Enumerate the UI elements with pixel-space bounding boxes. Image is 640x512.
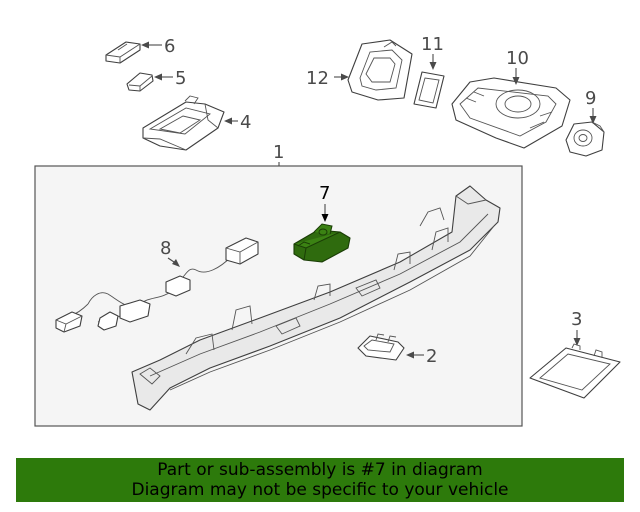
callout-1-label: 1 <box>273 142 284 163</box>
parts-diagram: 6 5 4 12 <box>34 34 621 427</box>
callout-8: 8 <box>160 238 180 267</box>
part-7-highlighted-lamp[interactable] <box>293 223 351 263</box>
part-4-housing[interactable] <box>142 95 225 151</box>
info-banner: Part or sub-assembly is #7 in diagram Di… <box>16 458 624 502</box>
part-12-bezel[interactable] <box>347 39 413 101</box>
callout-3: 3 <box>571 309 582 346</box>
callout-4: 4 <box>224 112 251 133</box>
part-8-harness[interactable] <box>55 237 259 333</box>
banner-line-1: Part or sub-assembly is #7 in diagram <box>157 460 483 480</box>
callout-9: 9 <box>585 88 597 124</box>
callout-9-label: 9 <box>585 88 596 109</box>
part-6-clip[interactable] <box>105 41 141 64</box>
callout-7: 7 <box>319 183 330 222</box>
callout-11: 11 <box>421 34 444 70</box>
callout-1: 1 <box>273 142 284 166</box>
part-10-housing[interactable] <box>451 77 571 149</box>
callout-4-label: 4 <box>240 112 251 133</box>
callout-5: 5 <box>154 68 186 89</box>
callout-12-label: 12 <box>306 68 329 89</box>
part-11-lens[interactable] <box>413 71 445 109</box>
part-5-cap[interactable] <box>126 72 154 92</box>
callout-6-label: 6 <box>164 36 175 57</box>
callout-12: 12 <box>306 68 349 89</box>
part-2-lamp[interactable] <box>357 333 405 361</box>
callout-2: 2 <box>406 346 437 367</box>
callout-10: 10 <box>506 48 529 85</box>
banner-line-2: Diagram may not be specific to your vehi… <box>131 480 509 500</box>
callout-7-label: 7 <box>319 183 330 204</box>
part-1-garnish-panel[interactable] <box>131 185 501 411</box>
assembly-frame <box>34 165 523 427</box>
part-9-socket[interactable] <box>565 121 605 157</box>
part-3-plate[interactable] <box>529 343 621 399</box>
callout-10-label: 10 <box>506 48 529 69</box>
callout-3-label: 3 <box>571 309 582 330</box>
callout-2-label: 2 <box>426 346 437 367</box>
callout-8-label: 8 <box>160 238 171 259</box>
callout-5-label: 5 <box>175 68 186 89</box>
callout-6: 6 <box>141 36 175 57</box>
callout-11-label: 11 <box>421 34 444 55</box>
